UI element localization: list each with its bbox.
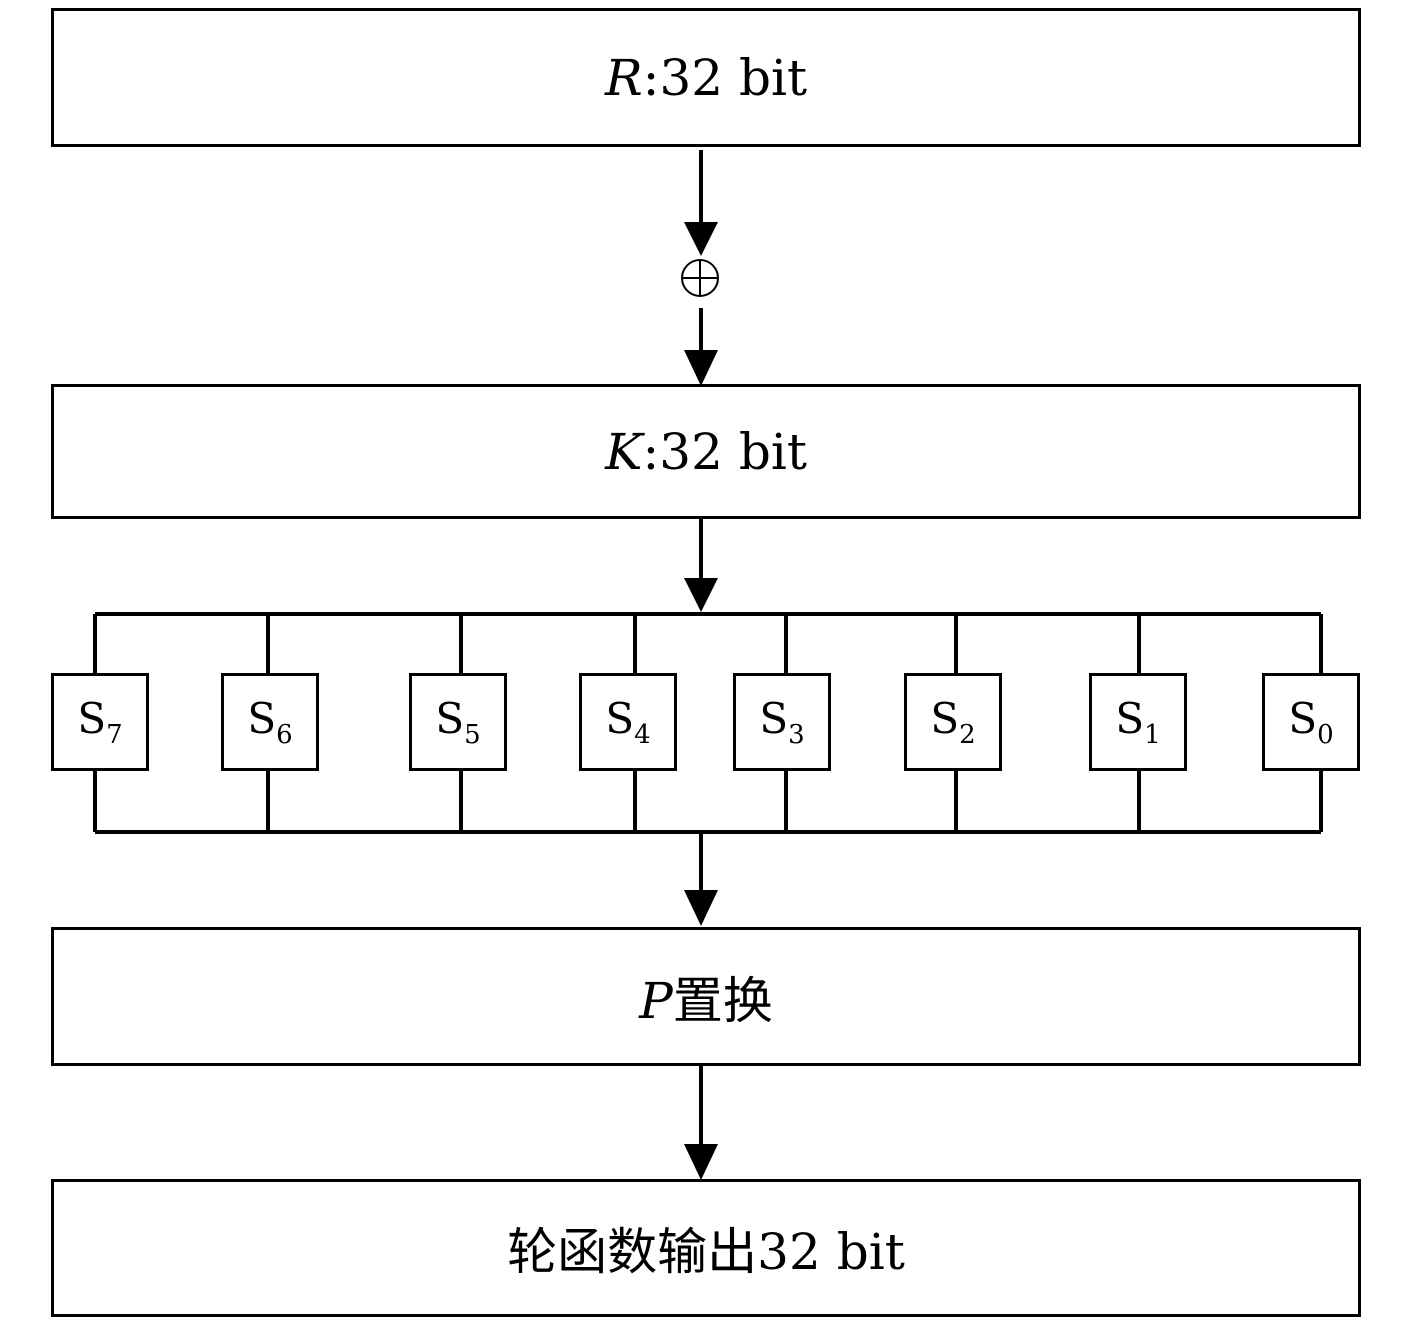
sbox-s2: S2	[904, 673, 1002, 771]
arrowhead-k-to-sboxes	[684, 578, 718, 612]
sbox-s3-label: S3	[759, 694, 805, 750]
arrowhead-xor-to-k	[684, 350, 718, 386]
k-key-label: K:32 bit	[605, 422, 807, 481]
sbox-s6-label: S6	[247, 694, 293, 750]
r-input-block: R:32 bit	[51, 8, 1361, 147]
p-permutation-block: P置换	[51, 927, 1361, 1066]
arrowhead-p-to-output	[684, 1144, 718, 1180]
r-input-label: R:32 bit	[604, 48, 808, 107]
xor-icon	[681, 259, 719, 297]
round-function-output-label: 轮函数输出32 bit	[507, 1223, 905, 1281]
k-key-block: K:32 bit	[51, 384, 1361, 519]
sbox-s4: S4	[579, 673, 677, 771]
arrowhead-r-to-xor	[684, 222, 718, 256]
sbox-s1-label: S1	[1115, 694, 1161, 750]
p-permutation-label: P置换	[639, 971, 773, 1030]
sbox-s0-label: S0	[1288, 694, 1334, 750]
sbox-s7: S7	[51, 673, 149, 771]
round-function-output-block: 轮函数输出32 bit	[51, 1179, 1361, 1317]
sbox-s5-label: S5	[435, 694, 481, 750]
sbox-s4-label: S4	[605, 694, 651, 750]
sbox-s1: S1	[1089, 673, 1187, 771]
sbox-s2-label: S2	[930, 694, 976, 750]
sbox-s0: S0	[1262, 673, 1360, 771]
sbox-s6: S6	[221, 673, 319, 771]
sbox-s5: S5	[409, 673, 507, 771]
sbox-s7-label: S7	[77, 694, 123, 750]
arrowhead-sboxes-to-p	[684, 890, 718, 926]
sbox-s3: S3	[733, 673, 831, 771]
